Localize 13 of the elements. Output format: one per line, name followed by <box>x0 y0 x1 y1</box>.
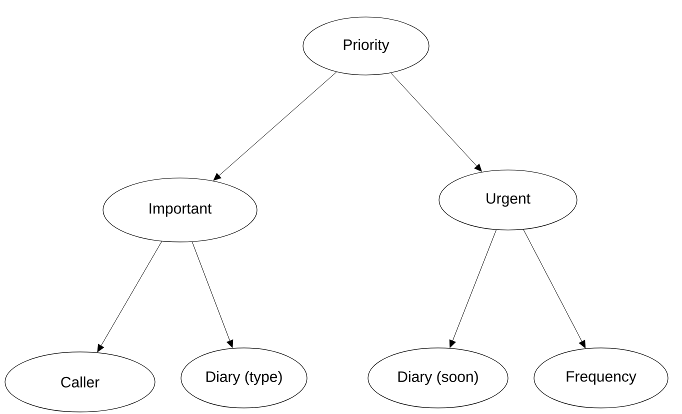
arrow <box>523 229 586 348</box>
arrow <box>449 230 496 348</box>
arrow <box>213 72 337 181</box>
ellipse-node: Priority <box>302 16 430 76</box>
ellipse-node: Urgent <box>438 170 578 230</box>
ellipse-node: Frequency <box>534 348 668 408</box>
arrow <box>390 72 482 172</box>
ellipse-node: Important <box>102 178 258 242</box>
ellipse-node: Diary (soon) <box>368 348 508 408</box>
arrow <box>97 241 162 352</box>
arrow <box>192 242 234 348</box>
ellipse-node: Diary (type) <box>180 348 308 408</box>
ellipse-node: Caller <box>4 352 156 412</box>
